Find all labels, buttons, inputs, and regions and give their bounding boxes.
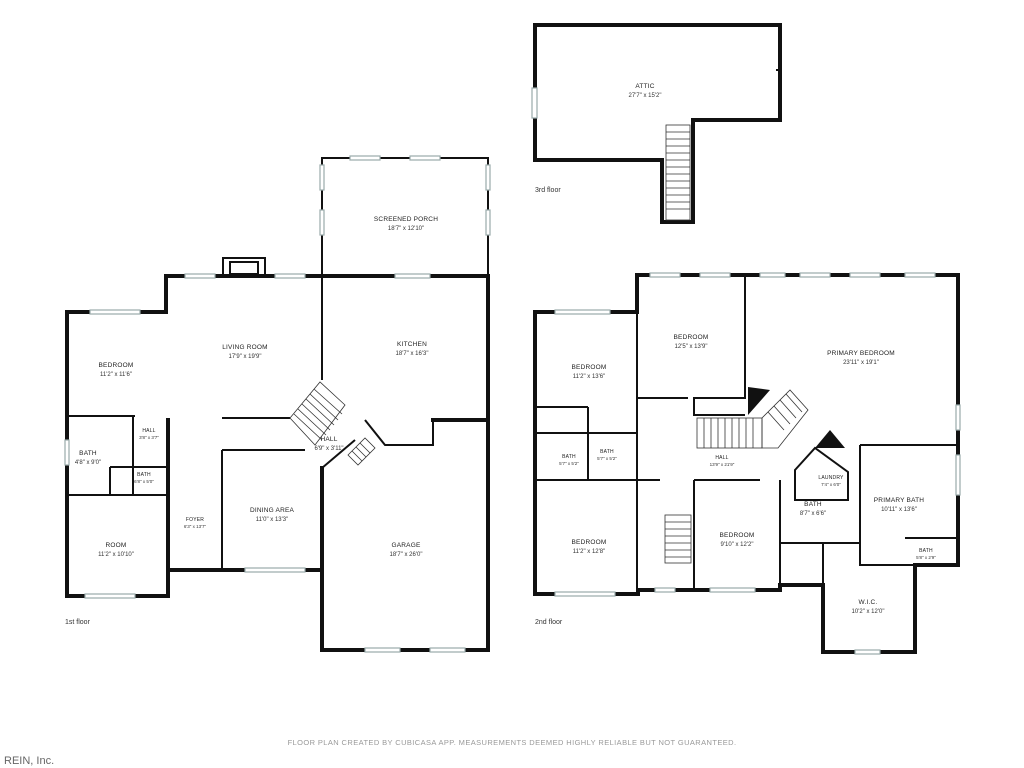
first-floor-stairs — [289, 381, 376, 466]
room-label-f2-bath-b: BATH — [600, 449, 614, 455]
room-dims-f2-bedroom-d: 9'10" x 12'2" — [721, 542, 754, 548]
second-floor: BEDROOM 11'2" x 13'6" BEDROOM 12'5" x 13… — [533, 272, 961, 655]
room-label-f1-room: ROOM — [105, 542, 126, 549]
room-label-f2-bedroom-c: BEDROOM — [572, 539, 607, 546]
room-label-f2-primary: PRIMARY BEDROOM — [827, 350, 895, 357]
room-dims-f2-bedroom-c: 11'2" x 12'8" — [573, 549, 605, 555]
room-label-f1-foyer: FOYER — [186, 517, 204, 523]
floor-label-3rd: 3rd floor — [535, 187, 561, 194]
first-floor: BEDROOM 11'2" x 11'6" HALL 3'8" x 3'7" B… — [64, 155, 491, 653]
room-label-f2-bedroom-a: BEDROOM — [572, 364, 607, 371]
room-dims-f2-laundry: 7'4" x 6'0" — [821, 482, 841, 487]
room-label-f2-wic: W.I.C. — [859, 599, 878, 606]
room-label-f2-laundry: LAUNDRY — [818, 475, 844, 481]
room-dims-f2-bedroom-b: 12'5" x 13'9" — [675, 344, 708, 350]
room-dims-f2-primary: 23'11" x 19'1" — [843, 360, 879, 366]
room-label-f1-dining: DINING AREA — [250, 507, 295, 514]
floor-label-1st: 1st floor — [65, 619, 91, 626]
room-dims-f2-hall: 13'9" x 21'9" — [710, 462, 735, 467]
room-label-f2-hall: HALL — [715, 455, 728, 461]
room-label-f2-bath-c: BATH — [804, 501, 822, 508]
room-dims-attic: 27'7" x 15'2" — [629, 93, 662, 99]
room-label-f2-primary-bath: PRIMARY BATH — [874, 497, 925, 504]
footer-disclaimer: FLOOR PLAN CREATED BY CUBICASA APP. MEAS… — [288, 738, 737, 747]
room-dims-f2-wic: 10'2" x 12'0" — [852, 609, 885, 615]
room-label-f1-bath-b: BATH — [137, 472, 151, 478]
floor-label-2nd: 2nd floor — [535, 619, 563, 626]
room-label-attic: ATTIC — [635, 83, 654, 90]
room-label-f1-bedroom: BEDROOM — [99, 362, 134, 369]
room-label-f2-bedroom-d: BEDROOM — [720, 532, 755, 539]
room-label-f1-bath-a: BATH — [79, 450, 97, 457]
second-floor-stairs — [664, 389, 809, 564]
room-label-f1-porch: SCREENED PORCH — [374, 216, 438, 223]
room-dims-f1-bedroom: 11'2" x 11'6" — [100, 372, 132, 378]
room-label-f1-hall: HALL — [320, 436, 337, 443]
room-dims-f1-living: 17'9" x 19'9" — [229, 354, 262, 360]
room-label-f1-living: LIVING ROOM — [222, 344, 268, 351]
room-dims-f1-foyer: 6'3" x 13'7" — [184, 524, 207, 529]
room-label-f1-garage: GARAGE — [391, 542, 420, 549]
room-dims-f2-primary-bath: 10'11" x 13'6" — [881, 507, 917, 513]
room-dims-f1-bath-b: 6'8" x 5'0" — [134, 479, 154, 484]
room-label-f2-bedroom-b: BEDROOM — [674, 334, 709, 341]
room-dims-f1-bath-a: 4'8" x 9'0" — [75, 460, 101, 466]
brand-watermark: REIN, Inc. — [4, 755, 54, 767]
third-floor: ATTIC 27'7" x 15'2" 3rd floor — [531, 23, 782, 224]
room-dims-f1-dining: 11'0" x 13'3" — [256, 517, 288, 523]
room-label-f1-kitchen: KITCHEN — [397, 341, 427, 348]
room-dims-f2-bath-d: 5'8" x 2'9" — [916, 555, 936, 560]
room-dims-f1-room: 11'2" x 10'10" — [98, 552, 134, 558]
room-dims-f2-bath-c: 8'7" x 6'6" — [800, 511, 826, 517]
room-dims-f2-bath-b: 5'7" x 5'2" — [597, 456, 617, 461]
room-dims-f1-garage: 18'7" x 26'0" — [390, 552, 423, 558]
room-label-f1-hall-small: HALL — [142, 428, 155, 434]
room-dims-f1-kitchen: 18'7" x 16'3" — [396, 351, 429, 357]
room-label-f2-bath-d: BATH — [919, 548, 933, 554]
attic-stairs — [665, 124, 691, 221]
room-dims-f2-bedroom-a: 11'2" x 13'6" — [573, 374, 605, 380]
room-dims-f1-hall-small: 3'8" x 3'7" — [139, 435, 159, 440]
room-dims-f2-bath-a: 5'7" x 5'2" — [559, 461, 579, 466]
room-dims-f1-hall: 6'9" x 3'11" — [314, 446, 343, 452]
room-label-f2-bath-a: BATH — [562, 454, 576, 460]
room-dims-f1-porch: 18'7" x 12'10" — [388, 226, 424, 232]
